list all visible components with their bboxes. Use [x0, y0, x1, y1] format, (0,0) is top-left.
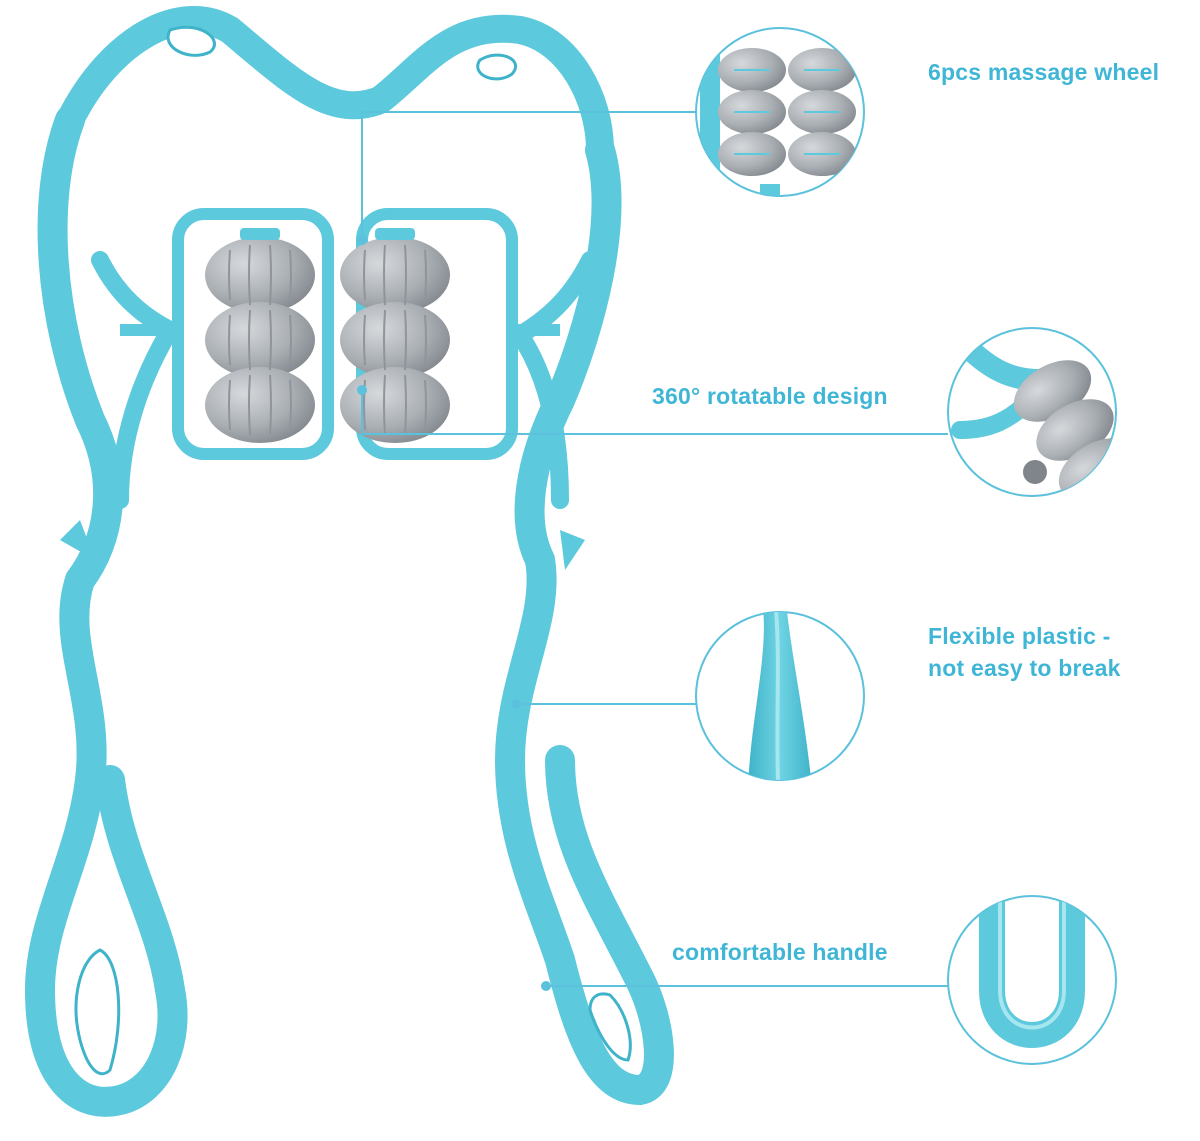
left-roller-stack [205, 228, 315, 443]
feature-label-massage-wheel: 6pcs massage wheel [928, 59, 1160, 85]
right-roller-stack [340, 228, 450, 443]
neck-massager [24, 6, 674, 1117]
handle-loop-closeup-icon [947, 895, 1117, 1065]
massager-top-yoke [56, 6, 614, 164]
feature-label-flexible-line-2: not easy to break [928, 655, 1121, 681]
feature-label-flexible-line-1: Flexible plastic - [928, 623, 1111, 649]
massager-left-arm [24, 105, 188, 1117]
callout-lines [357, 111, 948, 991]
flexible-arm-closeup-icon [695, 611, 865, 781]
feature-label-rotatable: 360° rotatable design [652, 383, 888, 409]
rollers-closeup-icon [695, 27, 865, 197]
feature-label-handle: comfortable handle [672, 939, 888, 965]
feature-label-flexible: Flexible plastic - not easy to break [928, 620, 1121, 684]
massager-right-arm [494, 135, 674, 1106]
rotating-roller-closeup-icon [947, 327, 1117, 497]
